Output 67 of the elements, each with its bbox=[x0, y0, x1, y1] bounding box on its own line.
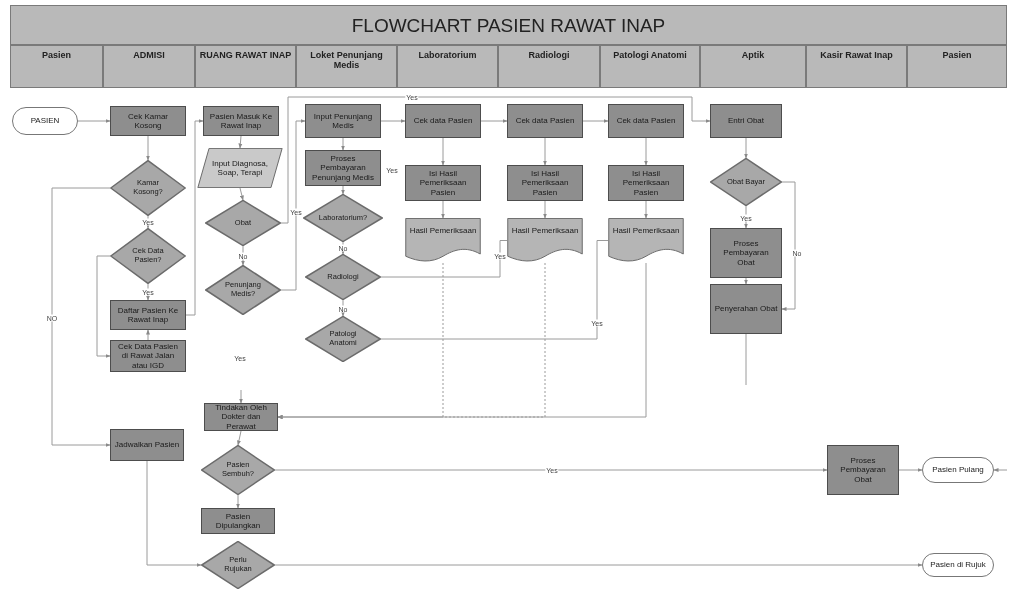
connector-arrow bbox=[239, 389, 243, 404]
process-box: Entri Obat bbox=[710, 104, 782, 138]
connector-arrow bbox=[146, 329, 150, 341]
connector-arrow bbox=[146, 460, 202, 567]
lane-header: Patologi Anatomi bbox=[600, 45, 700, 88]
connector-arrow bbox=[239, 187, 244, 201]
connector-arrow bbox=[146, 135, 150, 161]
lane-header: Pasien bbox=[907, 45, 1007, 88]
connector-arrow bbox=[280, 119, 306, 291]
connector-arrow bbox=[277, 262, 647, 419]
connector-arrow bbox=[781, 181, 796, 311]
process-box: Isi Hasil Pemeriksaan Pasien bbox=[507, 165, 583, 201]
connector-arrow bbox=[993, 468, 1008, 472]
connector-arrow bbox=[280, 96, 711, 224]
lane-header: Kasir Rawat Inap bbox=[806, 45, 907, 88]
connector-arrow bbox=[543, 137, 547, 166]
lane-header: Aptik bbox=[700, 45, 806, 88]
process-box: Proses Pembayaran Obat bbox=[827, 445, 899, 495]
lane-header: Radiologi bbox=[498, 45, 600, 88]
process-box: Cek data Pasien bbox=[405, 104, 481, 138]
process-box: Penyerahan Obat bbox=[710, 284, 782, 334]
process-box: Proses Pembayaran Penunjang Medis bbox=[305, 150, 381, 186]
connector-arrow bbox=[185, 119, 204, 316]
connector-arrow bbox=[238, 135, 243, 149]
input-parallelogram: Input Diagnosa, Soap, Terapi bbox=[197, 148, 283, 188]
process-box: Proses Pembayaran Obat bbox=[710, 228, 782, 278]
connector-arrow bbox=[341, 185, 345, 195]
connector-arrow bbox=[744, 277, 748, 285]
connector-arrow bbox=[274, 468, 828, 472]
connector-arrow bbox=[898, 468, 923, 472]
lane-header: Pasien bbox=[10, 45, 103, 88]
connector-arrow bbox=[96, 255, 111, 358]
process-box: Cek data Pasien bbox=[507, 104, 583, 138]
process-box: Jadwalkan Pasien bbox=[110, 429, 184, 461]
connector-arrow bbox=[380, 119, 406, 123]
connector-arrow bbox=[341, 137, 345, 151]
process-box: Cek data Pasien bbox=[608, 104, 684, 138]
process-box: Daftar Pasien Ke Rawat Inap bbox=[110, 300, 186, 330]
document-shape: Hasil Pemeriksaan bbox=[608, 218, 684, 263]
process-box: Isi Hasil Pemeriksaan Pasien bbox=[405, 165, 481, 201]
connector-arrow bbox=[237, 430, 242, 446]
lane-header: Laboratorium bbox=[397, 45, 498, 88]
lane-header: RUANG RAWAT INAP bbox=[195, 45, 296, 88]
connector-arrow bbox=[441, 200, 445, 219]
connector-arrow bbox=[77, 119, 111, 123]
document-shape: Hasil Pemeriksaan bbox=[507, 218, 583, 263]
connector-arrow bbox=[644, 137, 648, 166]
lane-header: ADMISI bbox=[103, 45, 195, 88]
connector-arrow bbox=[480, 119, 508, 123]
process-box: Input Penunjang Medis bbox=[305, 104, 381, 138]
document-shape: Hasil Pemeriksaan bbox=[405, 218, 481, 263]
process-box: Cek Data Pasien di Rawat Jalan atau IGD bbox=[110, 340, 186, 372]
process-box: Tindakan Oleh Dokter dan Perawat bbox=[204, 403, 278, 431]
process-box: Isi Hasil Pemeriksaan Pasien bbox=[608, 165, 684, 201]
connector-arrow bbox=[51, 187, 111, 447]
process-box: Pasien Masuk Ke Rawat Inap bbox=[203, 106, 279, 136]
process-box: Cek Kamar Kosong bbox=[110, 106, 186, 136]
title-banner: FLOWCHART PASIEN RAWAT INAP bbox=[10, 5, 1007, 45]
connector-arrow bbox=[236, 494, 240, 509]
connector-arrow bbox=[582, 119, 609, 123]
connector-arrow bbox=[644, 200, 648, 219]
lane-header: Loket Penunjang Medis bbox=[296, 45, 397, 88]
process-box: Pasien Dipulangkan bbox=[201, 508, 275, 534]
connector-arrow bbox=[543, 200, 547, 219]
connector-arrow bbox=[441, 137, 445, 166]
connector-arrow bbox=[744, 137, 748, 159]
connector-arrow bbox=[274, 563, 923, 567]
